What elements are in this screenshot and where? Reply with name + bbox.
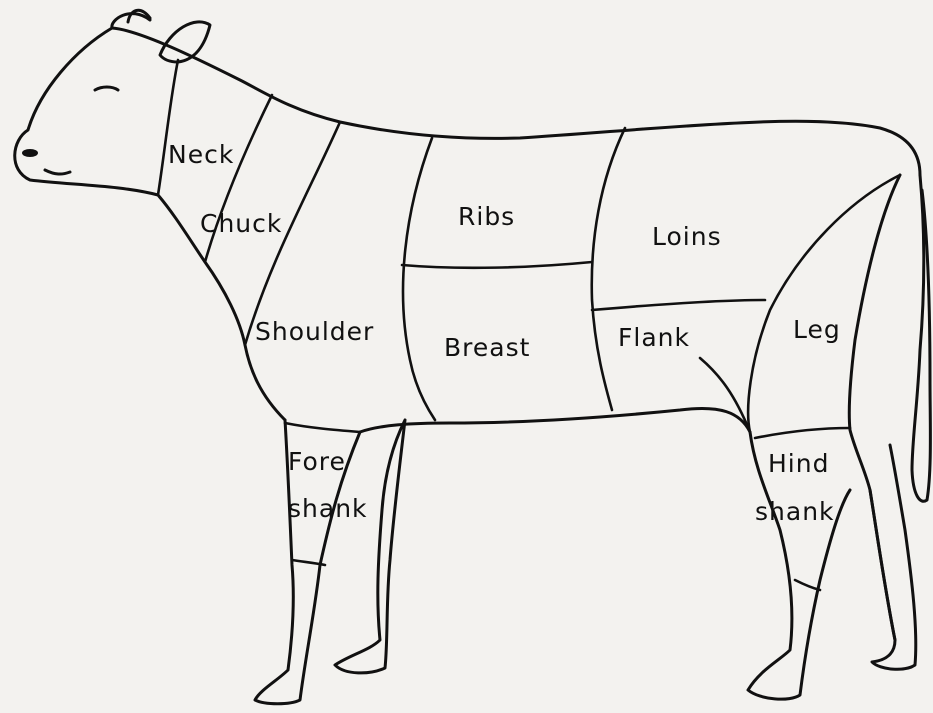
nostril <box>22 149 38 157</box>
label-flank: Flank <box>618 323 690 352</box>
label-breast: Breast <box>444 333 530 362</box>
label-loins: Loins <box>652 222 722 251</box>
label-neck: Neck <box>168 140 234 169</box>
label-hindshank-line1: Hind <box>768 449 829 478</box>
label-chuck: Chuck <box>200 209 282 238</box>
label-foreshank-line2: shank <box>288 494 368 523</box>
label-ribs: Ribs <box>458 202 515 231</box>
label-foreshank-line1: Fore <box>288 447 346 476</box>
label-leg: Leg <box>793 315 841 344</box>
label-shoulder: Shoulder <box>255 317 374 346</box>
label-hindshank-line2: shank <box>755 497 835 526</box>
